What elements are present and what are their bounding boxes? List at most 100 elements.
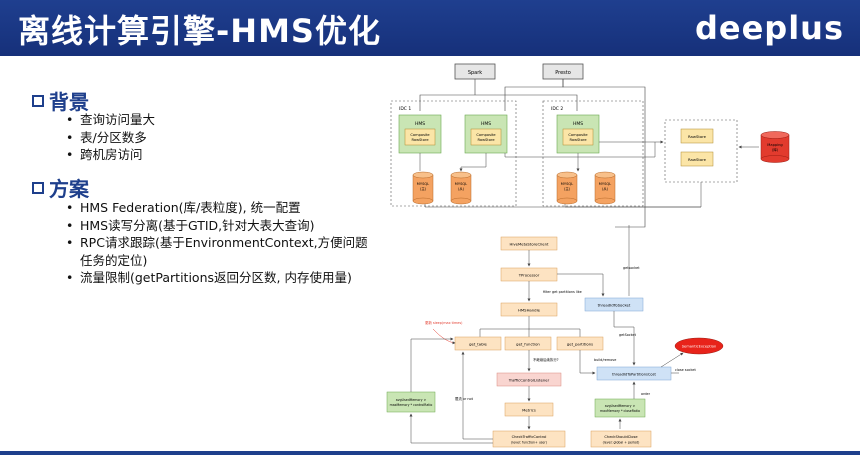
rawstore-box [680, 151, 714, 167]
flow-arrow [557, 273, 605, 297]
get-function-box [504, 336, 552, 351]
architecture-diagram: Spark Presto IDC 1 HMS Composite RawStor… [385, 57, 795, 455]
avg-memory-close-box [594, 398, 646, 418]
mysql-label: MYSQL [417, 182, 429, 186]
composite-box [404, 128, 436, 146]
check-traffic-sub-label: (level: function+ user) [511, 441, 547, 445]
mysql-role-label: (主) [564, 186, 571, 191]
solution-list: HMS Federation(库/表粒度), 统一配置 HMS读写分离(基于GT… [66, 199, 371, 287]
mysql-label: MYSQL [455, 182, 467, 186]
mysql-slave-cylinder [450, 171, 472, 205]
semantic-exception-label: SemanticException [682, 345, 717, 349]
mysql-label: MYSQL [599, 182, 611, 186]
mapping-role-label: (库) [772, 147, 779, 152]
avg-memory-label: avgUsedMemory > [396, 398, 427, 402]
rawstore-label: RawStore [411, 138, 429, 142]
not-exec-edge-label: 不继续后续执行? [533, 357, 559, 362]
presto-label: Presto [555, 70, 571, 76]
background-list: 查询访问量大 表/分区数多 跨机房访问 [66, 111, 155, 164]
rawstore-label: RawStore [688, 157, 707, 162]
rawstore-to-db-connector [424, 182, 702, 208]
getsocket-edge-label: getsocket [623, 266, 640, 270]
list-item: 表/分区数多 [66, 129, 155, 147]
check-traffic-label: CheckTrafficControl [512, 435, 547, 439]
page-title: 离线计算引擎-HMS优化 [18, 12, 381, 50]
background-heading-label: 背景 [49, 90, 89, 114]
title-bar: 离线计算引擎-HMS优化 deeplus [0, 0, 860, 56]
flow-arrow [660, 352, 684, 368]
filter-edge-label: filter get partitions like [543, 290, 582, 294]
hms-to-db-connector [419, 153, 487, 171]
update-edge-label: 更新 sleep(max times) [425, 320, 463, 325]
thread-partitions-box [596, 366, 672, 381]
hms-label: HMS [481, 121, 491, 127]
mapping-cylinder [760, 131, 790, 163]
solution-heading: 方案 [32, 173, 89, 202]
hms-label: HMS [415, 121, 425, 127]
idc2-region [542, 100, 644, 207]
square-bullet-icon [32, 181, 44, 194]
metrics-label: Metrics [522, 408, 536, 413]
rawstore-label: RawStore [688, 134, 707, 139]
limit-edge-label: 限流 or not [455, 396, 474, 401]
thread-socket-label: threadIdToSocket [598, 303, 631, 308]
flow-arrow [461, 351, 493, 440]
order-edge-label: order [641, 392, 651, 396]
rawstore-label: RawStore [477, 138, 495, 142]
get-function-label: get_function [516, 342, 540, 347]
traffic-listener-label: TrafficControlListener [508, 378, 550, 383]
avg-memory-label: maxMemory * controlRatio [390, 403, 433, 407]
idc1-region [390, 100, 517, 207]
get-table-label: get_table [469, 342, 487, 347]
mapping-label: Mapping [767, 143, 782, 147]
check-close-box [590, 430, 652, 448]
rawstore-box [680, 128, 714, 144]
rawstore-label: RawStore [569, 138, 587, 142]
composite-box [562, 128, 594, 146]
avg-memory-control-box [386, 391, 436, 413]
mysql-label: MYSQL [561, 182, 573, 186]
composite-box [470, 128, 502, 146]
mysql-slave-cylinder [594, 171, 616, 205]
check-close-label: CheckShouldClose [604, 435, 638, 439]
list-item: 查询访问量大 [66, 111, 155, 129]
tprocessor-label: TProcessor [518, 273, 540, 278]
list-item: 跨机房访问 [66, 146, 155, 164]
update-arrow [432, 328, 456, 345]
dispatch-connector [479, 316, 581, 337]
close-socket-edge-label: close socket [675, 368, 696, 372]
mysql-master-cylinder [412, 171, 434, 205]
list-item: HMS Federation(库/表粒度), 统一配置 [66, 199, 371, 217]
buildremove-edge-label: build/remove [594, 358, 616, 362]
avg-memory-label: avgUsedMemory > [605, 404, 636, 408]
flow-arrow [613, 311, 636, 366]
avg-memory-label: maxMemory * closeRatio [600, 409, 640, 413]
composite-label: Composite [568, 133, 588, 137]
flow-arrow [409, 413, 493, 444]
mysql-role-label: (从) [458, 186, 465, 191]
flow-arrow [410, 337, 454, 392]
hms-label: HMS [573, 121, 583, 127]
check-traffic-box [492, 430, 566, 448]
composite-label: Composite [476, 133, 496, 137]
thread-partitions-label: threadIdToPartitionsCost [612, 373, 656, 377]
square-bullet-icon [32, 94, 44, 107]
composite-label: Composite [410, 133, 430, 137]
solution-heading-label: 方案 [49, 177, 89, 201]
mysql-role-label: (主) [420, 186, 427, 191]
getsocket-edge-label: getSocket [619, 333, 637, 337]
list-item: HMS读写分离(基于GTID,针对大表大查询) [66, 217, 371, 235]
client-label: HiveMetaStoreClient [510, 242, 549, 247]
background-heading: 背景 [32, 86, 89, 115]
get-partitions-label: get_partitions [567, 342, 593, 347]
mysql-master-cylinder [556, 171, 578, 205]
list-item: 流量限制(getPartitions返回分区数, 内存使用量) [66, 269, 371, 287]
idc1-label: IDC 1 [399, 106, 411, 112]
deeplus-logo: deeplus [694, 9, 844, 47]
hms-to-rawstore-connector [504, 142, 656, 158]
spark-label: Spark [468, 70, 482, 76]
idc2-label: IDC 2 [551, 106, 563, 112]
mysql-role-label: (从) [602, 186, 609, 191]
semantic-exception-node [674, 337, 724, 355]
hmshandle-label: HMSHandle [518, 308, 541, 313]
